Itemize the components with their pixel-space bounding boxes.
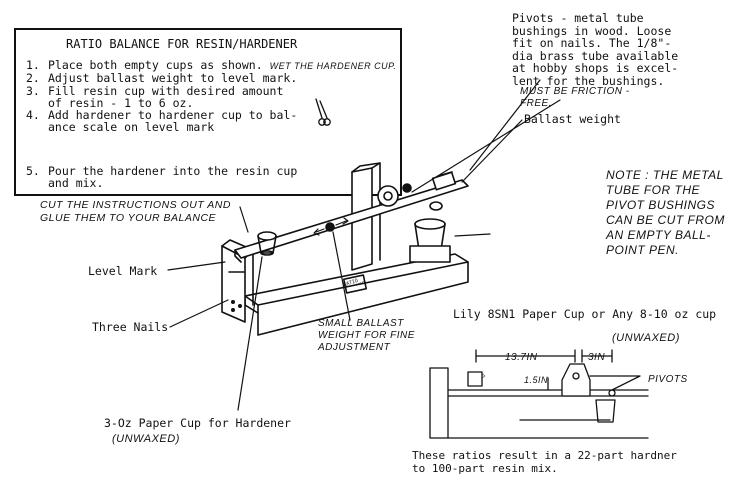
inset-dim-long: 13.7IN [505, 352, 538, 363]
step-1: 1.Place both empty cups as shown. WET TH… [26, 58, 397, 72]
hardener-cup-unwaxed: (UNWAXED) [112, 433, 180, 445]
scissors-icon [315, 98, 331, 126]
three-nails-label: Three Nails [92, 320, 169, 334]
cut-instructions-note: CUT THE INSTRUCTIONS OUT AND GLUE THEM T… [40, 199, 231, 224]
inset-dim-height: 1.5IN [524, 375, 549, 385]
ballast-weight-label: Ballast weight [524, 112, 621, 126]
small-ballast-icon [325, 222, 335, 232]
inset-side-view[interactable] [429, 349, 649, 439]
leader-lines [167, 79, 561, 411]
pivots-callout: Pivots - metal tube bushings in wood. Lo… [512, 11, 679, 88]
inset-resin-cup [595, 399, 616, 423]
ballast-weight-icon [431, 171, 457, 191]
lily-cup-unwaxed: (UNWAXED) [612, 332, 680, 344]
inset-pivot-icon [572, 372, 580, 380]
inset-dim-short: 3IN [588, 352, 606, 363]
inset-caption: These ratios result in a 22-part hardner… [412, 449, 677, 475]
hardener-cup-icon [257, 231, 277, 256]
step-4-cont: ance scale on level mark [48, 120, 215, 134]
lily-cup-label: Lily 8SN1 Paper Cup or Any 8-10 oz cup [453, 307, 717, 321]
inset-pivot-block [561, 363, 591, 397]
base-label-card [342, 274, 368, 294]
step-2: 2.Adjust ballast weight to level mark. [26, 71, 298, 85]
nail [231, 299, 236, 304]
level-mark-label: Level Mark [88, 264, 158, 278]
small-ballast-note: SMALL BALLAST WEIGHT FOR FINE ADJUSTMENT [318, 318, 415, 353]
resin-cup-icon [409, 201, 451, 263]
pivot-bushing-icon [377, 183, 412, 207]
step-4: 4.Add hardener to hardener cup to bal- [26, 108, 298, 122]
hardener-cup-label: 3-Oz Paper Cup for Hardener [104, 416, 291, 430]
pivots-handwritten-note: MUST BE FRICTION - FREE. [520, 86, 630, 109]
note-callout: NOTE : THE METAL TUBE FOR THE PIVOT BUSH… [606, 168, 725, 257]
step-3-cont: of resin - 1 to 6 oz. [48, 96, 194, 110]
adjust-arrows [315, 220, 347, 233]
inset-pivots-label: PIVOTS [648, 374, 688, 385]
inset-left-post [429, 367, 449, 439]
step-5: 5.Pour the hardener into the resin cup [26, 164, 298, 178]
step-3: 3.Fill resin cup with desired amount [26, 84, 284, 98]
nail [238, 303, 243, 308]
instructions-box [14, 28, 402, 196]
step-5-cont: and mix. [48, 176, 104, 190]
nail [231, 307, 236, 312]
step-1-handwritten: WET THE HARDENER CUP. [269, 61, 397, 71]
inset-hardener-cup [467, 371, 483, 387]
inset-pivot-icon [608, 389, 616, 397]
instructions-title: RATIO BALANCE FOR RESIN/HARDENER [66, 37, 298, 51]
